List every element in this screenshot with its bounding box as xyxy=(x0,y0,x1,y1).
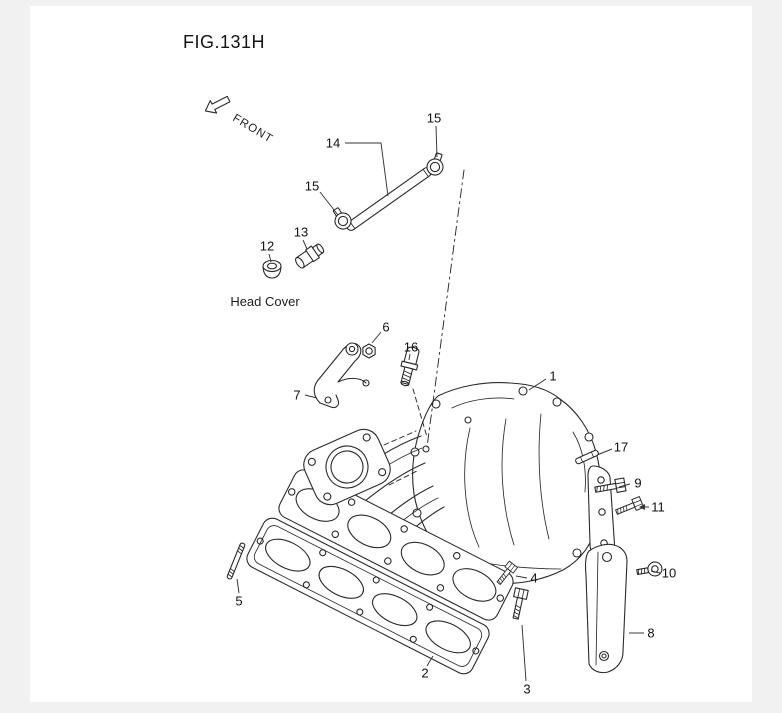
part-label-7: 7 xyxy=(293,388,300,403)
leader-lines-layer xyxy=(236,125,661,682)
head-cover-label: Head Cover xyxy=(230,294,300,309)
part-label-12: 12 xyxy=(260,239,274,254)
part-label-16: 16 xyxy=(404,340,418,355)
leader-line-16 xyxy=(408,353,411,361)
leader-line-15 xyxy=(319,191,339,216)
dash-guides xyxy=(383,169,465,486)
leader-line-1 xyxy=(528,378,547,391)
leader-line-3 xyxy=(521,624,527,682)
part-label-13: 13 xyxy=(294,225,308,240)
part-label-3: 3 xyxy=(523,682,530,697)
part-label-17: 17 xyxy=(614,440,628,455)
figure-title: FIG.131H xyxy=(183,32,266,52)
leader-line-7 xyxy=(304,394,318,399)
part-label-2: 2 xyxy=(421,666,428,681)
part-5-stud xyxy=(226,541,246,581)
part-label-10: 10 xyxy=(662,566,676,581)
part-label-5: 5 xyxy=(235,594,242,609)
leader-line-15 xyxy=(435,125,438,158)
part-label-8: 8 xyxy=(647,626,654,641)
manifold-flange xyxy=(278,469,514,621)
part-label-1: 1 xyxy=(549,369,556,384)
leader-line-12 xyxy=(268,253,272,263)
leader-line-5 xyxy=(236,578,240,594)
front-label: FRONT xyxy=(230,112,274,145)
part-6-nut xyxy=(362,343,376,359)
part-13-union xyxy=(295,243,325,269)
part-label-14: 14 xyxy=(326,136,340,151)
part-2-gasket xyxy=(246,517,490,675)
part-labels-layer: 15 14 15 13 12 6 16 7 1 17 9 11 10 8 5 4 2 3 xyxy=(235,111,676,697)
front-arrow-icon xyxy=(204,95,231,114)
part-10-bolt xyxy=(636,561,663,577)
part-3-bolt xyxy=(508,587,529,621)
leader-line-2 xyxy=(426,655,434,667)
part-label-15: 15 xyxy=(305,179,319,194)
part-label-4: 4 xyxy=(530,571,537,586)
part-7-bracket xyxy=(313,342,370,409)
throttle-flange xyxy=(303,428,391,506)
leader-line-13 xyxy=(302,239,308,250)
part-label-9: 9 xyxy=(634,476,641,491)
leader-line-4 xyxy=(515,575,528,579)
part-8-stay xyxy=(584,543,628,674)
part-label-11: 11 xyxy=(651,500,665,515)
part-14-pipe xyxy=(345,167,433,231)
leader-line-10 xyxy=(650,570,661,574)
leader-line-9 xyxy=(618,483,631,488)
part-16-sensor xyxy=(400,346,420,387)
part-label-15: 15 xyxy=(427,111,441,126)
leader-line-6 xyxy=(371,331,382,344)
part-label-6: 6 xyxy=(382,320,389,335)
part-12-grommet xyxy=(262,259,282,279)
part-17-pin xyxy=(575,449,599,465)
leader-line-17 xyxy=(596,448,613,456)
leader-line-14 xyxy=(345,142,389,197)
